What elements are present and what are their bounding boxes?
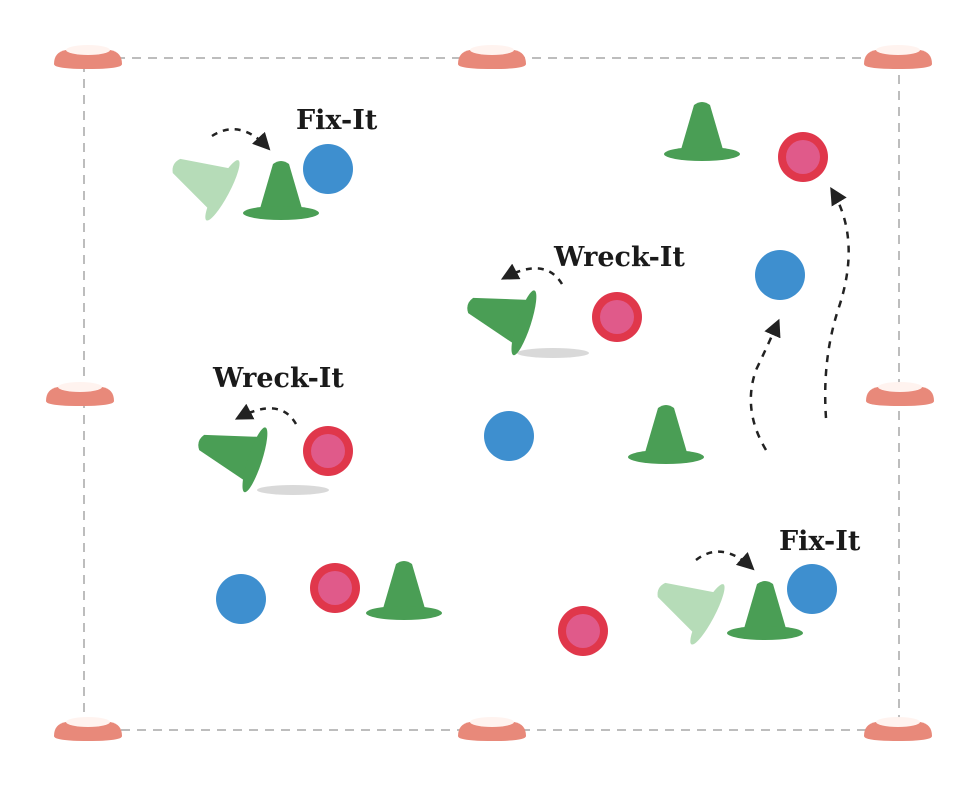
cone-shadow (257, 485, 329, 495)
red-player-icon (592, 292, 642, 342)
dashed-arrow-icon (211, 128, 271, 151)
bottom-left-group (216, 561, 442, 624)
fallen-cone-icon (172, 158, 240, 221)
right-run-group (749, 186, 850, 451)
top-right-group (664, 102, 828, 182)
wreck-it-label-left: Wreck-It (212, 363, 344, 394)
kicked-cone-icon (467, 290, 537, 356)
red-player-icon (778, 132, 828, 182)
kicked-cone-icon (198, 427, 268, 493)
wreck-it-label-center: Wreck-It (553, 242, 685, 273)
fallen-cone-icon (657, 582, 725, 645)
cone-icon (366, 561, 442, 620)
fix-it-group-bottom: Fix-It (558, 526, 861, 656)
cone-shadow (517, 348, 589, 358)
boundary-cone-icon (458, 717, 526, 741)
blue-player-icon (216, 574, 266, 624)
fix-it-label-top: Fix-It (296, 105, 378, 136)
red-player-icon (558, 606, 608, 656)
red-player-icon (310, 563, 360, 613)
boundary-cone-icon (866, 382, 934, 406)
boundary-cone-icon (864, 717, 932, 741)
dashed-arrow-icon (749, 318, 781, 451)
dashed-arrow-icon (823, 186, 850, 419)
dashed-arrow-icon (234, 403, 298, 425)
dashed-arrow-icon (500, 263, 564, 285)
wreck-it-group-left: Wreck-It (198, 363, 353, 495)
fix-it-group-top: Fix-It (172, 105, 378, 221)
wreck-it-group-center: Wreck-It (467, 242, 685, 358)
blue-player-icon (755, 250, 805, 300)
boundary-cone-icon (458, 45, 526, 69)
boundary-cone-icon (54, 717, 122, 741)
cone-icon (727, 581, 803, 640)
blue-player-icon (484, 411, 534, 461)
cone-icon (243, 161, 319, 220)
blue-player-icon (303, 144, 353, 194)
blue-player-icon (787, 564, 837, 614)
red-player-icon (303, 426, 353, 476)
center-group (484, 405, 704, 464)
boundary-cone-icon (864, 45, 932, 69)
cone-icon (628, 405, 704, 464)
dashed-arrow-icon (695, 550, 755, 571)
boundary-cone-icon (54, 45, 122, 69)
cone-icon (664, 102, 740, 161)
fix-it-label-bottom: Fix-It (779, 526, 861, 557)
boundary-cone-icon (46, 382, 114, 406)
boundary-cones (46, 45, 934, 741)
